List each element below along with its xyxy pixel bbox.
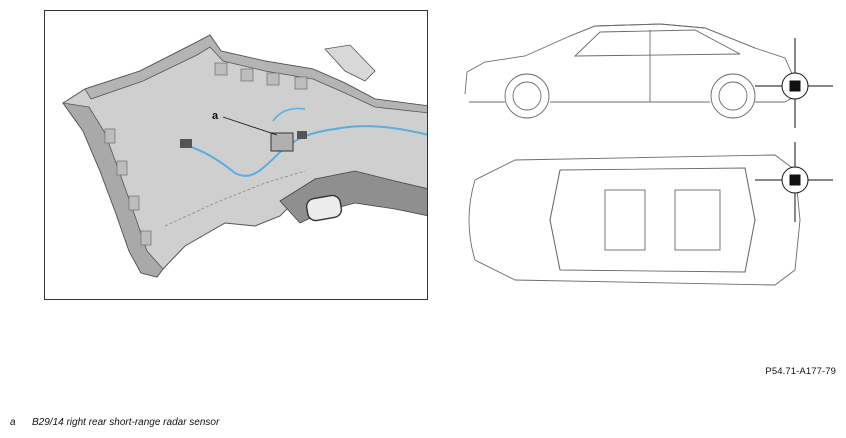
callout-leader (222, 116, 278, 136)
car-rear-window (744, 167, 756, 273)
vehicle-side-view (455, 16, 840, 136)
vehicle-top-illustration (468, 142, 833, 286)
bumper-top-edge (84, 34, 427, 114)
car-window-line (573, 29, 741, 57)
wiring-branch (272, 107, 306, 122)
upper-mount-bracket (324, 44, 376, 82)
legend-key: a (10, 417, 16, 428)
crosshair-marker-icon (755, 142, 833, 222)
car-windshield (549, 169, 561, 271)
car-cabin-outline (549, 167, 756, 273)
legend-text: B29/14 right rear short-range radar sens… (32, 417, 220, 428)
car-top-outline (468, 154, 801, 286)
mounting-ribs (104, 62, 308, 246)
front-wheel (504, 73, 550, 119)
rear-wheel (710, 73, 756, 119)
figure-reference-code: P54.71-A177-79 (765, 366, 836, 377)
vehicle-side-illustration (464, 23, 833, 128)
legend: a B29/14 right rear short-range radar sen… (10, 417, 219, 428)
vehicle-top-view (455, 140, 840, 305)
front-wheel-rim (512, 81, 542, 111)
car-roofline (569, 23, 756, 49)
wiring-harness (184, 125, 427, 177)
sensor-location-marker (789, 174, 801, 186)
crosshair-marker-icon (755, 38, 833, 128)
callout-label: a (212, 110, 219, 122)
rear-bumper-illustration: a (62, 34, 427, 278)
rear-wheel-rim (718, 81, 748, 111)
sensor-location-marker (789, 80, 801, 92)
rear-seats (674, 189, 721, 251)
surface-contour (164, 170, 306, 227)
radar-sensor-icon (270, 132, 294, 152)
side-connector-icon (180, 139, 192, 148)
front-seats (604, 189, 646, 251)
exhaust-outlet (305, 194, 343, 222)
radar-sensor-connector-icon (297, 131, 307, 139)
bumper-detail-frame: a (44, 10, 428, 300)
